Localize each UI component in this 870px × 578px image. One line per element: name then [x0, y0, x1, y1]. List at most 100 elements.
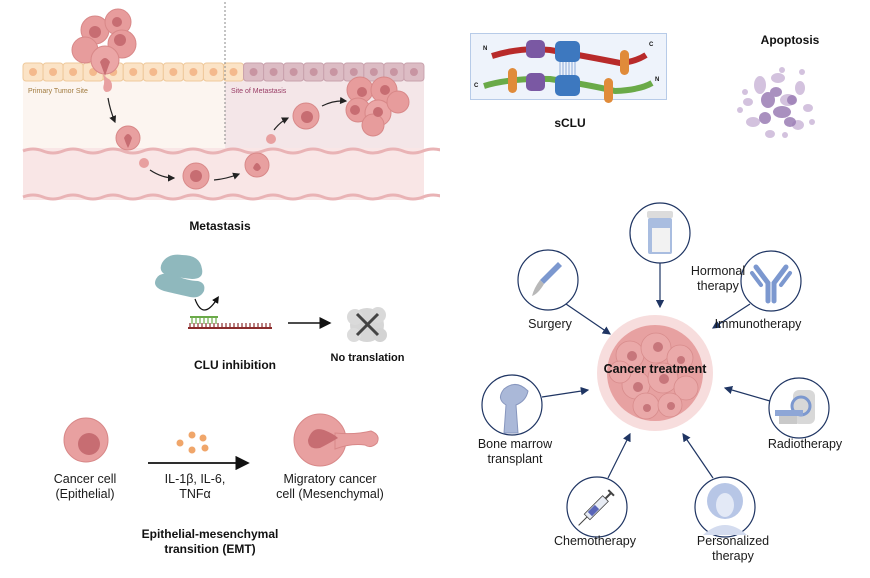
apoptosis-panel: Apoptosis	[720, 30, 860, 150]
clu-inhibition-panel: CLU inhibition No translation	[140, 245, 430, 380]
epithelial-cell-nucleus	[169, 68, 178, 76]
cytokines-label: IL-1β, IL-6, TNFα	[150, 472, 240, 502]
treatment-label-line2: transplant	[487, 452, 543, 466]
epithelial-cell-nucleus	[349, 68, 358, 76]
arrow-immunotherapy-to-tumor	[711, 303, 751, 329]
terminal-label-c-top: C	[649, 42, 654, 48]
treatment-label-line1: Bone marrow	[477, 437, 553, 451]
antibody-icon	[750, 264, 792, 304]
migrating-cell-3	[244, 134, 276, 178]
clu-inhibition-illustration	[155, 254, 387, 342]
disulfide-bonds	[559, 62, 576, 75]
treatment-node-hormonal	[629, 202, 691, 309]
arrow-intravasation	[107, 97, 117, 124]
epithelial-cell-nucleus	[229, 68, 238, 76]
epithelial-cell-nucleus	[249, 68, 258, 76]
arrow-circulation	[149, 169, 176, 182]
epithelial-cell-nucleus	[329, 68, 338, 76]
epithelial-cell-nucleus	[209, 68, 218, 76]
treatment-label-line1: Radiotherapy	[767, 437, 843, 451]
domain-blue-bottom	[555, 75, 580, 96]
metastasis-illustration	[22, 2, 440, 201]
domain-orange-2	[508, 68, 517, 93]
mesenchymal-cell-label-line1: Migratory cancer	[283, 472, 377, 486]
metastatic-tumor-cluster	[345, 76, 410, 137]
domain-blue-top	[555, 41, 580, 62]
emt-panel: Cancer cell (Epithelial) IL-1β, IL-6, TN…	[30, 400, 430, 570]
migrating-cell-4	[292, 102, 320, 130]
sclu-structure-illustration	[470, 33, 667, 103]
mesenchymal-cancer-cell	[293, 413, 379, 467]
epithelial-cell-nucleus	[189, 68, 198, 76]
femur-bone-icon	[500, 384, 529, 434]
epithelial-cancer-cell	[63, 417, 109, 463]
mesenchymal-cell-label: Migratory cancer cell (Mesenchymal)	[260, 472, 400, 502]
treatment-label-line1: Immunotherapy	[714, 317, 802, 331]
epithelial-cell-label: Cancer cell (Epithelial)	[40, 472, 130, 502]
epithelial-cell-nucleus	[29, 68, 37, 76]
treatment-node-surgery	[517, 249, 611, 335]
release-arrow	[194, 295, 219, 311]
epithelial-cell-nucleus	[149, 68, 158, 76]
cancer-treatment-center-label: Cancer treatment	[603, 362, 707, 376]
mrna-strand	[188, 323, 272, 329]
treatment-label-immunotherapy: Immunotherapy	[708, 317, 808, 332]
treatment-label-line1: Hormonal	[690, 264, 746, 278]
epithelial-cell-nucleus	[129, 68, 138, 76]
alpha-chain	[491, 46, 648, 67]
treatment-label-line2: therapy	[712, 549, 754, 563]
treatment-label-line1: Surgery	[528, 317, 572, 331]
epithelial-cell-nucleus	[269, 68, 278, 76]
treatment-node-bone-marrow	[481, 374, 590, 436]
sclu-title: sCLU	[554, 116, 586, 130]
epithelial-cell-label-line2: (Epithelial)	[55, 487, 115, 501]
antisense-oligo	[190, 316, 218, 324]
epithelial-cell-nucleus	[49, 68, 58, 76]
treatment-label-line1: Personalized	[696, 534, 770, 548]
cytokines-label-line1: IL-1β, IL-6,	[164, 472, 226, 486]
treatment-node-radiotherapy	[723, 377, 830, 439]
primary-tumor-cluster	[71, 8, 137, 92]
scalpel-icon	[532, 262, 562, 296]
epithelial-cell-nucleus	[309, 68, 318, 76]
metastasis-title: Metastasis	[189, 219, 251, 233]
treatment-diagram	[481, 202, 830, 538]
treatment-node-immunotherapy	[711, 250, 802, 329]
syringe-icon	[578, 489, 615, 526]
arrow-colonization	[321, 96, 348, 107]
domain-orange-3	[604, 78, 613, 103]
treatment-label-surgery: Surgery	[500, 317, 600, 332]
pill-bottle-icon	[647, 211, 673, 254]
migrating-cell-2	[182, 162, 210, 190]
no-translation-icon	[347, 307, 387, 342]
terminal-label-c-bottom: C	[474, 83, 479, 89]
arrow-extravasation	[273, 117, 290, 131]
epithelial-cell-row	[22, 62, 425, 82]
ribosome-icon	[155, 254, 205, 298]
epithelial-cell-nucleus	[289, 68, 298, 76]
apoptosis-title: Apoptosis	[760, 33, 820, 47]
blood-vessel	[23, 148, 424, 200]
treatment-label-chemotherapy: Chemotherapy	[545, 534, 645, 549]
arrow-radiotherapy-to-tumor	[723, 385, 771, 402]
treatment-label-line1: Chemotherapy	[554, 534, 636, 548]
terminal-label-n-bottom: N	[655, 77, 660, 83]
sclu-panel: N C C N sCLU	[470, 33, 670, 163]
scanner-icon	[775, 390, 815, 424]
mesenchymal-cell-label-line2: cell (Mesenchymal)	[276, 487, 384, 501]
metastasis-panel: Primary Tumor Site Site of Metastasis Me…	[0, 0, 440, 240]
cytokine-dots	[176, 431, 209, 454]
apoptotic-cell-fragments	[737, 67, 815, 138]
vessel-wall-top	[22, 147, 440, 155]
domain-purple-bottom	[526, 73, 545, 91]
primary-site-label: Primary Tumor Site	[28, 88, 88, 95]
epithelial-cell-nucleus	[389, 68, 398, 76]
cytokines-label-line2: TNFα	[179, 487, 211, 501]
central-tumor-cluster	[597, 315, 713, 431]
terminal-label-n-top: N	[483, 46, 488, 52]
emt-title-line2: transition (EMT)	[164, 542, 256, 556]
no-translation-label: No translation	[330, 352, 405, 364]
epithelial-cell-nucleus	[369, 68, 378, 76]
